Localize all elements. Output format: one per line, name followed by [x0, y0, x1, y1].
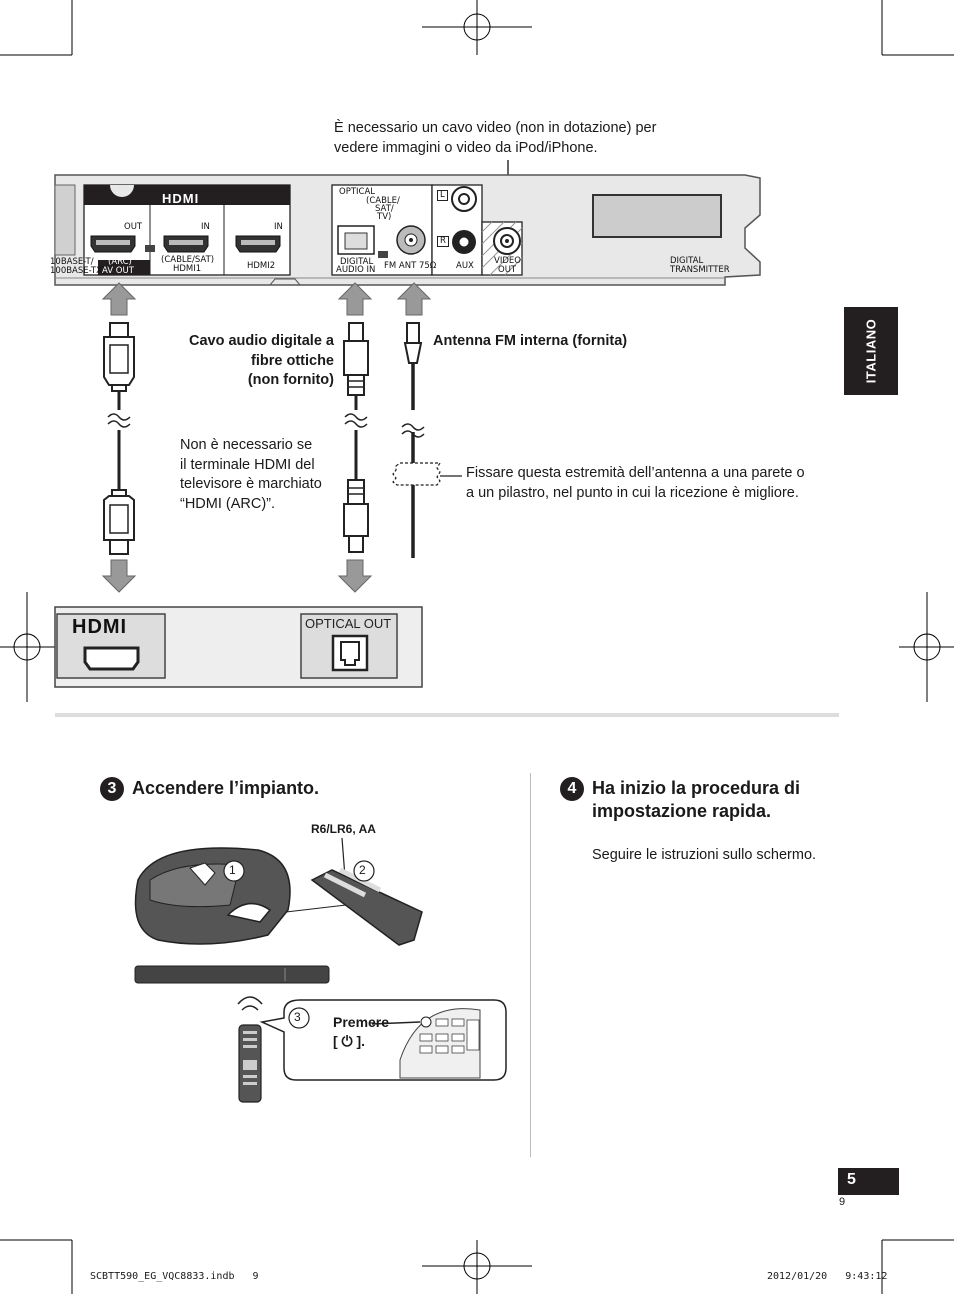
press-label-2: [ ⏻ ]. — [333, 1033, 366, 1049]
sub-step-2: 2 — [359, 863, 366, 877]
hdmi-note-line-1: Non è necessario se — [180, 437, 313, 453]
rear-panel — [54, 160, 761, 286]
lan-label-2: 100BASE-TX) — [50, 266, 106, 276]
hdmi1-in-label: IN — [201, 222, 210, 232]
footer-timestamp: 2012/01/20 9:43:12 — [767, 1271, 888, 1282]
fm-antenna-label: Antenna FM interna (fornita) — [433, 333, 628, 349]
hdmi-note-line-3: televisore è marchiato — [180, 476, 322, 492]
language-tab: ITALIANO — [844, 307, 898, 395]
audio-in-label: AUDIO IN — [336, 265, 376, 275]
antenna-note: Fissare questa estremità dell’antenna a … — [466, 464, 805, 503]
video-label: VIDEO — [494, 256, 521, 266]
video-out-label: OUT — [498, 265, 517, 275]
cable-sat-tv-2: SAT/ — [375, 204, 394, 214]
hdmi1-label: HDMI1 — [173, 264, 202, 274]
hdmi-note-line-2: il terminale HDMI del — [180, 456, 315, 473]
aux-r-label: R — [437, 236, 449, 247]
video-cable-note: È necessario un cavo video (non in dotaz… — [334, 120, 657, 156]
arc-label: (ARC) — [108, 257, 132, 267]
hdmi2-label: HDMI2 — [247, 261, 276, 271]
page-number: 5 — [847, 1171, 856, 1188]
aux-label: AUX — [456, 261, 474, 271]
cable-sat-tv-1: (CABLE/ — [366, 196, 400, 206]
digital-tx-label-2: TRANSMITTER — [670, 265, 730, 275]
optical-cable-line-2: fibre ottiche — [251, 352, 334, 369]
digital-label: DIGITAL — [340, 257, 374, 267]
antenna-note-line-2: a un pilastro, nel punto in cui la ricez… — [466, 484, 799, 501]
hdmi-note-line-4: “HDMI (ARC)”. — [180, 495, 276, 512]
antenna-note-line-1: Fissare questa estremità dell’antenna a … — [466, 465, 805, 481]
optical-label: OPTICAL — [339, 187, 376, 197]
tv-hdmi-logo: HDMI — [72, 616, 128, 638]
fm-ant-label: FM ANT 75Ω — [384, 261, 437, 271]
hdmi-arc-note: Non è necessario se il terminale HDMI de… — [180, 436, 322, 514]
optical-cable-line-3: (non fornito) — [247, 372, 334, 388]
battery-label: R6/LR6, AA — [311, 822, 376, 836]
step-4-instruction: Seguire le istruzioni sullo schermo. — [592, 847, 817, 863]
digital-tx-label-1: DIGITAL — [670, 256, 704, 266]
av-out-label: AV OUT — [102, 266, 134, 276]
page-number-box: 5 — [838, 1168, 899, 1195]
optical-cable-line-1: Cavo audio digitale a — [188, 333, 334, 349]
press-label-1: Premere — [333, 1014, 390, 1030]
sub-step-3: 3 — [294, 1010, 301, 1024]
cable-sat-label: (CABLE/SAT) — [161, 255, 215, 265]
connection-cables — [54, 282, 839, 717]
step-4-title-line-2: impostazione rapida. — [592, 801, 772, 821]
sub-step-1: 1 — [229, 863, 236, 877]
step-4-number: 4 — [560, 777, 584, 801]
step-4-title-line-1: Ha inizio la procedura di — [592, 778, 801, 798]
cable-sat-tv-3: TV) — [377, 212, 392, 222]
hdmi2-in-label: IN — [274, 222, 283, 232]
footer-file: SCBTT590_EG_VQC8833.indb 9 — [90, 1271, 259, 1282]
lan-label-1: 10BASE-T/ — [50, 257, 94, 267]
sub-page-number: 9 — [839, 1196, 846, 1208]
column-divider — [530, 773, 531, 1157]
step-3-number: 3 — [100, 777, 124, 801]
step-3-title: Accendere l’impianto. — [132, 778, 320, 798]
aux-l-label: L — [437, 190, 448, 201]
hdmi-logo: HDMI — [162, 191, 200, 206]
hdmi-out-label: OUT — [124, 222, 143, 232]
optical-cable-label: Cavo audio digitale a fibre ottiche (non… — [150, 332, 334, 391]
tv-optical-out-label: OPTICAL OUT — [305, 616, 392, 631]
step-4-title: Ha inizio la procedura di impostazione r… — [592, 777, 800, 823]
